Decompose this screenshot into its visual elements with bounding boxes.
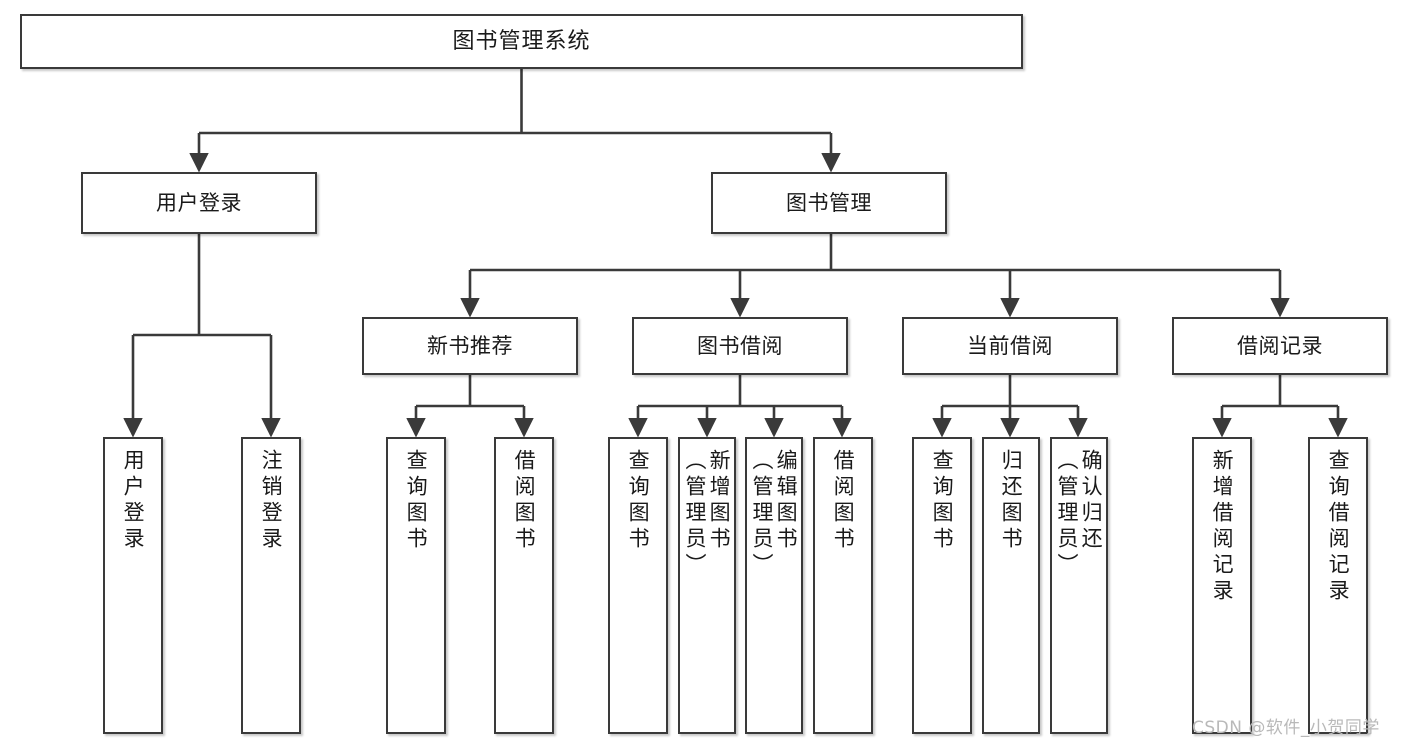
node-label: 图书借阅	[697, 333, 783, 358]
node-book-borrow[interactable]: 图书借阅	[632, 317, 848, 375]
leaf-book-borrow-query-book[interactable]: 查询图书	[608, 437, 668, 734]
node-label: 用户登录	[121, 449, 146, 553]
node-label: 确认归还 （管理员）	[1055, 449, 1104, 579]
node-user-login[interactable]: 用户登录	[81, 172, 317, 234]
node-label: 用户登录	[156, 190, 242, 215]
leaf-new-book-query-book[interactable]: 查询图书	[386, 437, 446, 734]
leaf-book-borrow-edit-book-admin[interactable]: 编辑图书 （管理员）	[745, 437, 803, 734]
watermark-text: CSDN @软件_小贺同学	[1192, 718, 1380, 738]
node-label: 编辑图书 （管理员）	[750, 449, 799, 579]
leaf-borrow-record-query-record[interactable]: 查询借阅记录	[1308, 437, 1368, 734]
node-label: 借阅图书	[831, 449, 856, 553]
node-label: 图书管理	[786, 190, 872, 215]
leaf-user-login-logout[interactable]: 注销登录	[241, 437, 301, 734]
node-label: 新书推荐	[427, 333, 513, 358]
leaf-book-borrow-add-book-admin[interactable]: 新增图书 （管理员）	[678, 437, 736, 734]
node-label: 查询图书	[930, 449, 955, 553]
node-label: 借阅图书	[512, 449, 537, 553]
node-label: 查询图书	[626, 449, 651, 553]
node-book-management[interactable]: 图书管理	[711, 172, 947, 234]
leaf-current-borrow-query-book[interactable]: 查询图书	[912, 437, 972, 734]
node-label: 当前借阅	[967, 333, 1053, 358]
leaf-user-login-login[interactable]: 用户登录	[103, 437, 163, 734]
node-label: 借阅记录	[1237, 333, 1323, 358]
node-label: 归还图书	[999, 449, 1024, 553]
node-current-borrow[interactable]: 当前借阅	[902, 317, 1118, 375]
node-borrow-record[interactable]: 借阅记录	[1172, 317, 1388, 375]
leaf-book-borrow-borrow-book[interactable]: 借阅图书	[813, 437, 873, 734]
leaf-borrow-record-add-record[interactable]: 新增借阅记录	[1192, 437, 1252, 734]
node-label: 新增图书 （管理员）	[683, 449, 732, 579]
node-label: 图书管理系统	[452, 28, 591, 54]
leaf-current-borrow-confirm-return-admin[interactable]: 确认归还 （管理员）	[1050, 437, 1108, 734]
node-label: 查询借阅记录	[1326, 449, 1351, 605]
leaf-current-borrow-return-book[interactable]: 归还图书	[982, 437, 1040, 734]
leaf-new-book-borrow-book[interactable]: 借阅图书	[494, 437, 554, 734]
node-new-book-recommend[interactable]: 新书推荐	[362, 317, 578, 375]
node-label: 新增借阅记录	[1210, 449, 1235, 605]
node-label: 查询图书	[404, 449, 429, 553]
node-label: 注销登录	[259, 449, 284, 553]
node-root-book-management-system[interactable]: 图书管理系统	[20, 14, 1023, 69]
